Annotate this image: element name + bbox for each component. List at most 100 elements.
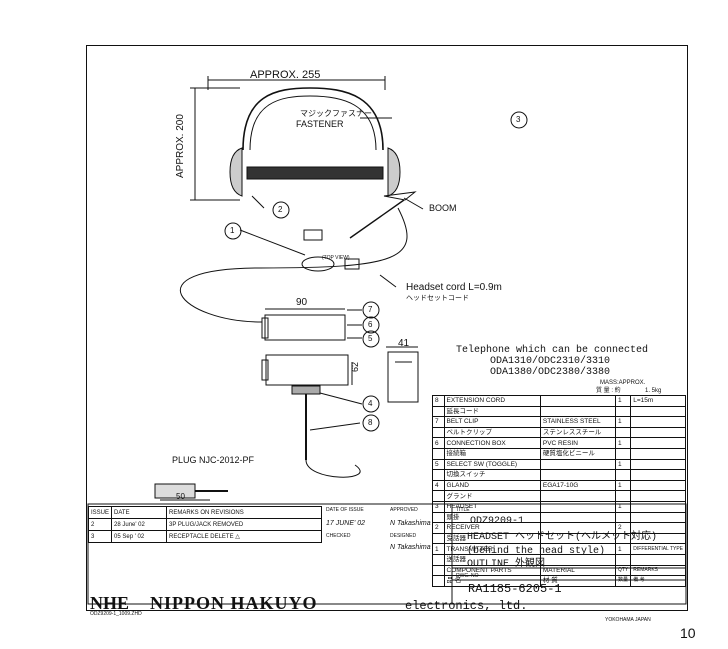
title-line3: OUTLINE 外観図 (467, 559, 546, 570)
plug-label: PLUG NJC-2012-PF (172, 455, 255, 465)
company-location: YOKOHAMA JAPAN (605, 617, 651, 623)
dwg-number: RA1185-6205-1 (468, 582, 562, 596)
company-name: NIPPON HAKUYO (150, 593, 318, 613)
title-line1: HEADSET ヘッドセット(ヘルメット対応) (467, 532, 658, 543)
top-view-label: (TOP VIEW) (322, 255, 350, 261)
date-of-issue: 17 JUNE' 02 (326, 520, 366, 527)
parts-material: STAINLESS STEEL (539, 416, 616, 428)
headset-cord-jp-label: ヘッドセットコード (406, 295, 469, 302)
headband-arc (242, 87, 384, 151)
mass-value: 1. 5kg (645, 388, 662, 394)
checked-label: CHECKED (326, 533, 351, 539)
revision-row: 2 28 June' 02 3P PLUG/JACK REMOVED (87, 518, 322, 531)
revision-remarks-text: RECEPTACLE DELETE (169, 534, 234, 540)
parts-material (539, 500, 616, 513)
transmitter-side (303, 229, 323, 241)
belt-clip-top (264, 314, 346, 341)
revision-remarks: 3P PLUG/JACK REMOVED (166, 518, 322, 531)
mass-label-jp: 質 量 : 約 (596, 388, 621, 394)
headband-arc-inner (249, 95, 377, 151)
revision-issue: 3 (87, 530, 113, 543)
connection-box-side (387, 351, 419, 403)
approved-by: N Takashima (390, 520, 431, 527)
parts-row: 6 CONNECTION BOX PVC RESIN 1 (432, 437, 686, 449)
fastener-jp-label: マジックファスナー (300, 109, 372, 118)
revision-header-issue: ISSUE (87, 506, 113, 519)
parts-row: 延長コード (432, 405, 686, 418)
parts-material-jp: ステンレススチール (539, 426, 616, 439)
parts-header-qty-jp: 数量 (614, 575, 632, 587)
parts-material-jp: 硬質塩化ビニール (539, 447, 616, 460)
parts-remarks (630, 479, 686, 492)
telephone-note-line1: Telephone which can be connected (456, 345, 649, 356)
parts-qty: 1 (614, 500, 632, 513)
company-suffix: electronics, ltd. (405, 599, 528, 613)
parts-row: 接続箱 硬質塩化ビニール (432, 447, 686, 460)
parts-remarks (630, 416, 686, 428)
parts-row: 切換スイッチ (432, 469, 686, 481)
revision-row: 3 05 Sep ' 02 RECEPTACLE DELETE △ (87, 530, 322, 543)
connection-box-front (265, 354, 349, 386)
plug-body (154, 483, 196, 499)
parts-name-jp: グランド (443, 490, 541, 502)
parts-no: 4 (432, 479, 445, 492)
parts-no: 5 (432, 458, 445, 471)
parts-header-material: MATERIAL (539, 564, 616, 577)
parts-row: 7 BELT CLIP STAINLESS STEEL 1 (432, 416, 686, 428)
parts-name: HEADSET (443, 500, 541, 513)
parts-header-qty: QTY (614, 564, 632, 577)
parts-remarks (630, 500, 686, 513)
dim-90: 90 (296, 297, 308, 308)
dim-62: 62 (350, 361, 360, 372)
revision-table: ISSUE DATE REMARKS ON REVISIONS 2 28 Jun… (87, 506, 322, 543)
parts-qty: 1 (614, 395, 632, 407)
parts-row: ベルトクリップ ステンレススチール (432, 426, 686, 439)
parts-table: 8 EXTENSION CORD 1 L=15m 延長コード 7 BELT CL… (432, 395, 686, 587)
approval-block: DATE OF ISSUE APPROVED 17 JUNE' 02 N Tak… (322, 506, 452, 552)
parts-qty: 1 (614, 543, 632, 555)
parts-material (539, 395, 616, 407)
parts-row: 5 SELECT SW (TOGGLE) 1 (432, 458, 686, 471)
dim-50: 50 (176, 492, 185, 501)
callout-2: 2 (278, 205, 283, 214)
revision-header-date: DATE (111, 506, 168, 519)
parts-row: グランド (432, 490, 686, 502)
parts-header-row-jp: 品 名 材 質 数量 備 考 (432, 575, 686, 587)
parts-remarks (630, 437, 686, 449)
dim-41: 41 (398, 338, 410, 349)
parts-row: 4 GLAND EGA17-10G 1 (432, 479, 686, 492)
parts-material: PVC RESIN (539, 437, 616, 449)
parts-name-jp: ベルトクリップ (443, 426, 541, 439)
designed-label: DESIGNED (390, 533, 417, 539)
parts-name-jp: 切換スイッチ (443, 469, 541, 481)
boom-mount (383, 191, 417, 201)
parts-qty: 1 (614, 458, 632, 471)
headset-cord (180, 207, 408, 323)
parts-header-name-jp: 品 名 (443, 575, 541, 587)
callout-3: 3 (516, 115, 521, 124)
parts-name: EXTENSION CORD (443, 395, 541, 407)
parts-qty: 1 (614, 416, 632, 428)
parts-remarks: L=15m (630, 395, 686, 407)
callout-6: 6 (368, 320, 373, 329)
mass-label: MASS:APPROX. (600, 380, 646, 386)
revision-date: 05 Sep ' 02 (111, 530, 168, 543)
parts-material: EGA17-10G (539, 479, 616, 492)
approved-label: APPROVED (390, 507, 418, 513)
parts-qty: 1 (614, 479, 632, 492)
revision-triangle-icon: △ (235, 534, 240, 540)
revision-header-row: ISSUE DATE REMARKS ON REVISIONS (87, 506, 322, 519)
revision-remarks: RECEPTACLE DELETE △ (166, 530, 322, 543)
parts-name: SELECT SW (TOGGLE) (443, 458, 541, 471)
parts-name: CONNECTION BOX (443, 437, 541, 449)
parts-no: 6 (432, 437, 445, 449)
revision-date: 28 June' 02 (111, 518, 168, 531)
drawing-sheet (86, 45, 688, 611)
callout-8: 8 (368, 418, 373, 427)
dwg-no-label: DWG. NO (456, 573, 479, 579)
boom-arm (349, 199, 405, 239)
gland (291, 385, 321, 395)
headset-cord-label: Headset cord L=0.9m (406, 282, 502, 293)
rear-band (246, 166, 384, 180)
